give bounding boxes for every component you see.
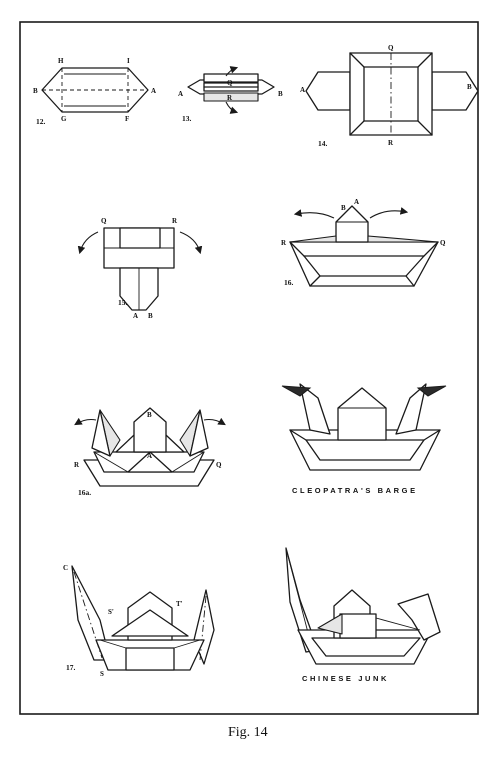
chinese-junk: CHINESE JUNK xyxy=(285,547,441,683)
diagram-16: R Q B A 16. xyxy=(281,198,446,287)
label-q: Q xyxy=(440,239,446,247)
label-c: C xyxy=(63,564,68,572)
label-i: I xyxy=(127,57,130,65)
label-h: H xyxy=(58,57,64,65)
diagram-15: Q R A B 15. xyxy=(77,217,203,320)
diagram-number: 14. xyxy=(318,139,328,148)
diagram-14: A B Q R 14. xyxy=(300,44,479,148)
label-q: Q xyxy=(388,44,394,52)
label-r: R xyxy=(388,139,394,147)
diagram-12: H I B A G F 12. xyxy=(33,57,156,126)
caption-chinese-junk: CHINESE JUNK xyxy=(302,674,389,683)
label-s-prime: S' xyxy=(108,608,114,616)
diagram-16a: R Q B A 16a. xyxy=(74,407,226,497)
diagram-number: 15. xyxy=(118,298,128,307)
figure-caption: Fig. 14 xyxy=(228,725,268,740)
label-q: Q xyxy=(227,79,233,87)
label-a: A xyxy=(354,198,359,206)
label-a: A xyxy=(147,452,152,460)
label-q: Q xyxy=(216,461,222,469)
label-t-prime: T' xyxy=(176,600,183,608)
diagram-number: 13. xyxy=(182,114,192,123)
label-r: R xyxy=(281,239,287,247)
label-b: B xyxy=(33,87,38,95)
diagram-number: 16a. xyxy=(78,488,91,497)
diagram-13: A B Q R 13. xyxy=(178,66,283,123)
label-b: B xyxy=(147,411,152,419)
label-b: B xyxy=(148,312,153,320)
label-a: A xyxy=(300,86,305,94)
label-b: B xyxy=(467,83,472,91)
label-b: B xyxy=(278,90,283,98)
label-r: R xyxy=(74,461,80,469)
label-g: G xyxy=(61,115,67,123)
label-a: A xyxy=(151,87,156,95)
diagram-number: 17. xyxy=(66,663,76,672)
label-b: B xyxy=(341,204,346,212)
label-f: F xyxy=(125,115,129,123)
label-a: A xyxy=(133,312,138,320)
label-s: S xyxy=(100,670,104,678)
diagram-17: C S' T' S 17. xyxy=(63,564,215,678)
cleopatras-barge: CLEOPATRA'S BARGE xyxy=(281,383,447,495)
caption-cleopatras-barge: CLEOPATRA'S BARGE xyxy=(292,486,418,495)
diagram-number: 16. xyxy=(284,278,294,287)
label-q: Q xyxy=(101,217,107,225)
plate-border xyxy=(19,21,479,715)
diagram-number: 12. xyxy=(36,117,46,126)
label-r: R xyxy=(172,217,178,225)
label-r: R xyxy=(227,94,233,102)
label-a: A xyxy=(178,90,183,98)
